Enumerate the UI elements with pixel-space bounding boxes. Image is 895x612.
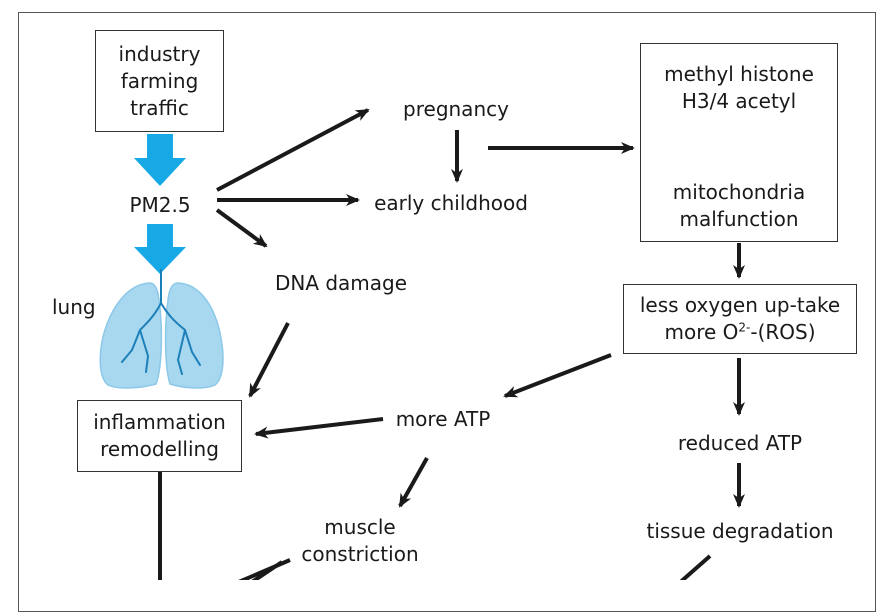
arrow-layer [99,108,766,580]
sources-box: industry farming traffic [95,30,224,132]
inflammation-box: inflammation remodelling [77,400,242,472]
inflammation-line-2: remodelling [100,437,219,461]
arrow-dna-damage-to-inflammation [248,322,290,398]
epigenetic-line-4: malfunction [679,207,799,231]
oxygen-box: less oxygen up-take more O2--(ROS) [623,284,857,354]
blue-arrow-pm25-to-lung [134,224,186,274]
oxygen-line-2-sup: 2- [738,320,751,335]
arrow-oxygen-to-more-atp [503,353,612,398]
epigenetic-line-1: methyl histone [664,62,814,86]
arrow-pm25-to-dna-damage [215,208,268,248]
epigenetic-box: methyl histone H3/4 acetyl mitochondria … [640,43,838,242]
more-atp-label: more ATP [395,407,491,431]
arrow-more-atp-to-inflammation [254,417,384,439]
muscle-label: muscle constriction [285,514,435,568]
early-childhood-label: early childhood [374,191,528,215]
blue-arrow-sources-to-pm25 [134,134,186,186]
sources-line-1: industry [118,41,201,66]
inflammation-line-1: inflammation [93,410,226,434]
pregnancy-label: pregnancy [403,97,509,121]
epigenetic-line-2: H3/4 acetyl [681,89,797,113]
epigenetic-line-3: mitochondria [672,180,806,204]
arrow-tissue-down [679,554,712,580]
oxygen-line-2: more O2--(ROS) [664,319,815,346]
arrow-more-atp-to-muscle [398,457,429,508]
tissue-degradation-label: tissue degradation [646,519,834,543]
lung-label: lung [52,295,96,319]
oxygen-line-1: less oxygen up-take [639,293,841,317]
oxygen-line-2-suffix: -(ROS) [750,320,816,344]
sources-line-3: traffic [130,95,189,120]
muscle-line-2: constriction [301,542,419,566]
arrow-pm25-to-pregnancy [216,108,370,192]
pm25-label: PM2.5 [129,193,191,217]
sources-line-2: farming [120,68,199,93]
reduced-atp-label: reduced ATP [677,431,803,455]
oxygen-line-2-prefix: more O [664,320,739,344]
muscle-line-1: muscle [324,515,396,539]
dna-damage-label: DNA damage [274,271,408,295]
arrow-muscle-down-2 [251,560,284,580]
lung-icon [99,269,224,389]
